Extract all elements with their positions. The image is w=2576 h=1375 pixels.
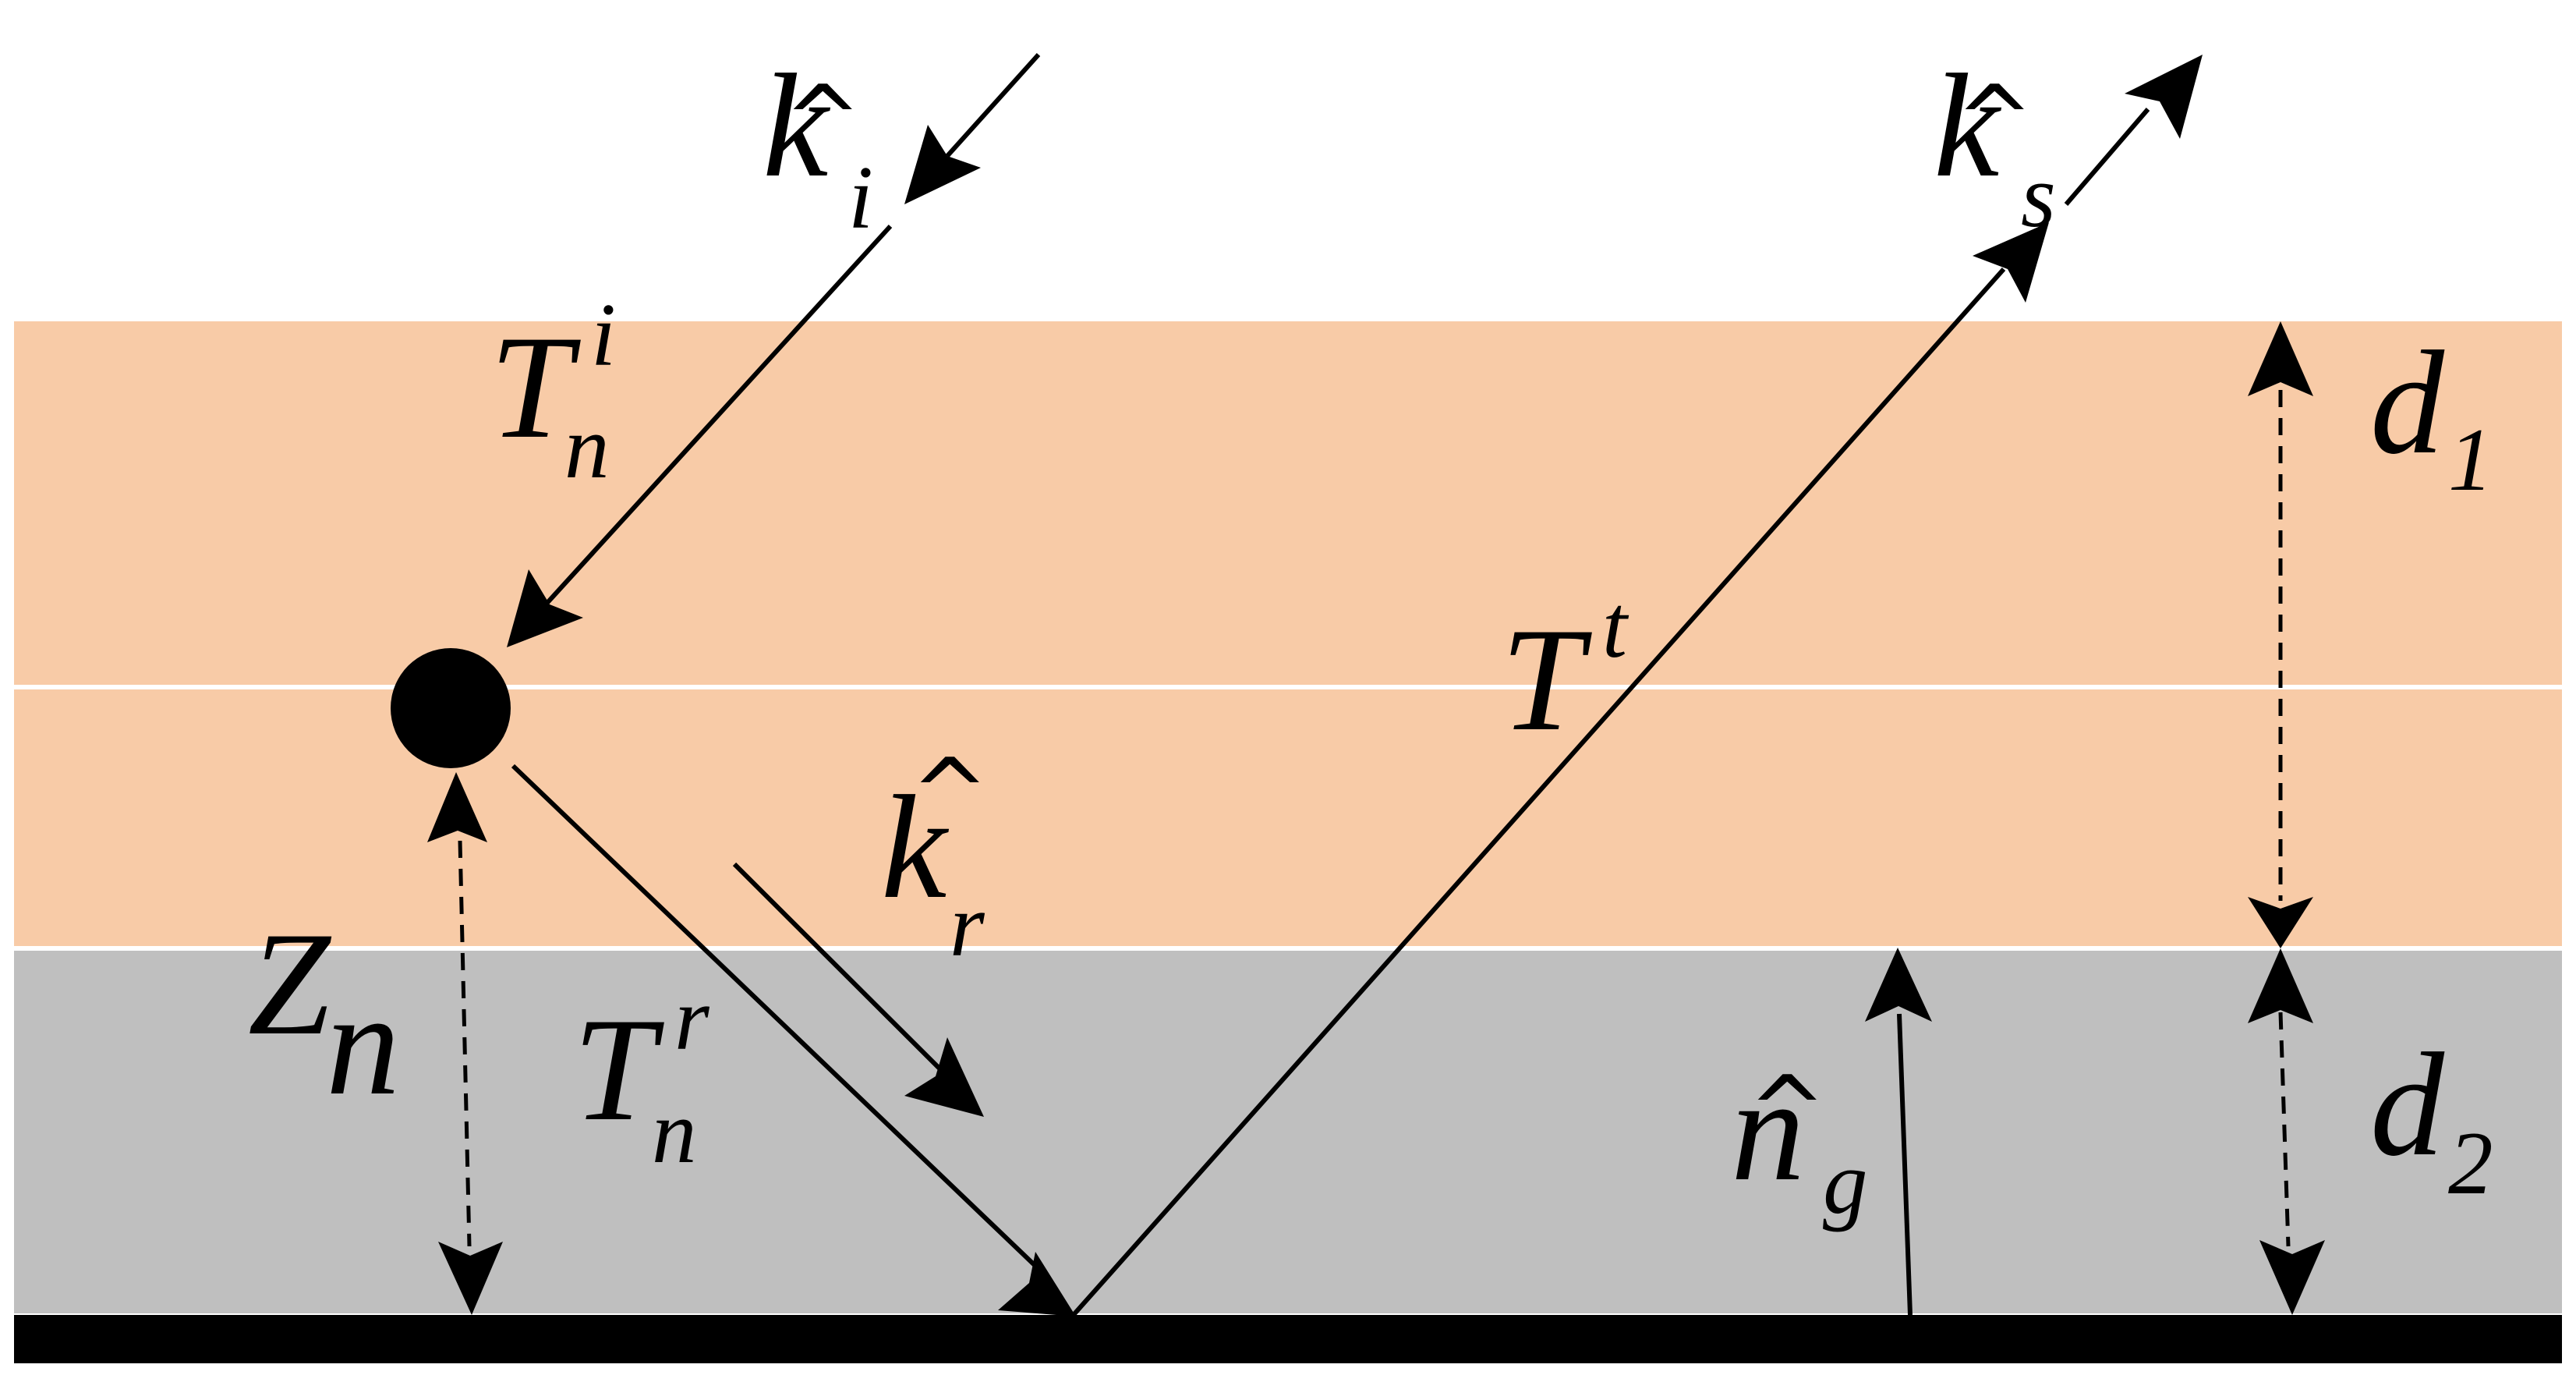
svg-text:^: ^ — [1748, 1057, 1827, 1165]
svg-text:T: T — [573, 988, 664, 1152]
svg-text:n: n — [564, 398, 610, 497]
layer1-thickness-dimension — [2248, 321, 2313, 948]
label-n-g: ^ n g — [1731, 1048, 1868, 1232]
svg-text:n: n — [326, 962, 400, 1126]
reflected-ray — [511, 764, 1076, 1317]
transmitted-ray — [1070, 222, 2049, 1318]
svg-text:^: ^ — [784, 66, 862, 175]
layer-1 — [14, 321, 2562, 685]
incident-ray — [507, 224, 893, 647]
ground-plane — [14, 1315, 2562, 1363]
svg-text:^: ^ — [1955, 66, 2034, 175]
label-T-t: T t — [1501, 577, 1629, 762]
svg-text:n: n — [652, 1083, 697, 1182]
svg-text:t: t — [1602, 577, 1629, 676]
svg-text:n: n — [1731, 1048, 1805, 1212]
svg-text:s: s — [2021, 147, 2056, 246]
svg-text:k: k — [881, 766, 950, 930]
layer2-thickness-dimension — [2248, 948, 2325, 1315]
svg-text:i: i — [848, 148, 873, 247]
svg-text:r: r — [674, 969, 710, 1068]
label-Z-n: Z n — [248, 902, 400, 1126]
scatterer-height-dimension — [427, 772, 503, 1315]
scatterer-particle — [391, 648, 511, 768]
svg-text:d: d — [2370, 1023, 2445, 1187]
svg-text:r: r — [950, 876, 985, 975]
ground-normal-arrow — [1865, 948, 1932, 1316]
svg-text:2: 2 — [2448, 1114, 2493, 1213]
label-d-2: d 2 — [2370, 1023, 2493, 1213]
svg-text:i: i — [591, 285, 616, 385]
label-k-i: ^ k i — [763, 44, 873, 247]
label-d-1: d 1 — [2370, 321, 2493, 509]
label-T-n-r: T r n — [573, 969, 710, 1182]
svg-text:g: g — [1823, 1133, 1868, 1232]
scattered-direction-arrow — [2064, 55, 2203, 206]
svg-text:d: d — [2370, 321, 2445, 485]
reflected-direction-arrow — [732, 862, 984, 1117]
incident-direction-arrow — [904, 52, 1041, 204]
svg-text:Z: Z — [248, 902, 332, 1066]
svg-text:k: k — [1934, 44, 2002, 208]
svg-text:T: T — [490, 306, 581, 470]
label-k-r: ^ k r — [881, 739, 989, 975]
svg-text:^: ^ — [911, 739, 989, 848]
layer-2 — [14, 950, 2562, 1313]
svg-text:1: 1 — [2448, 410, 2493, 509]
svg-text:T: T — [1501, 598, 1592, 762]
label-k-s: ^ k s — [1934, 44, 2056, 246]
svg-text:k: k — [763, 44, 831, 208]
label-T-n-i: T i n — [490, 285, 616, 497]
